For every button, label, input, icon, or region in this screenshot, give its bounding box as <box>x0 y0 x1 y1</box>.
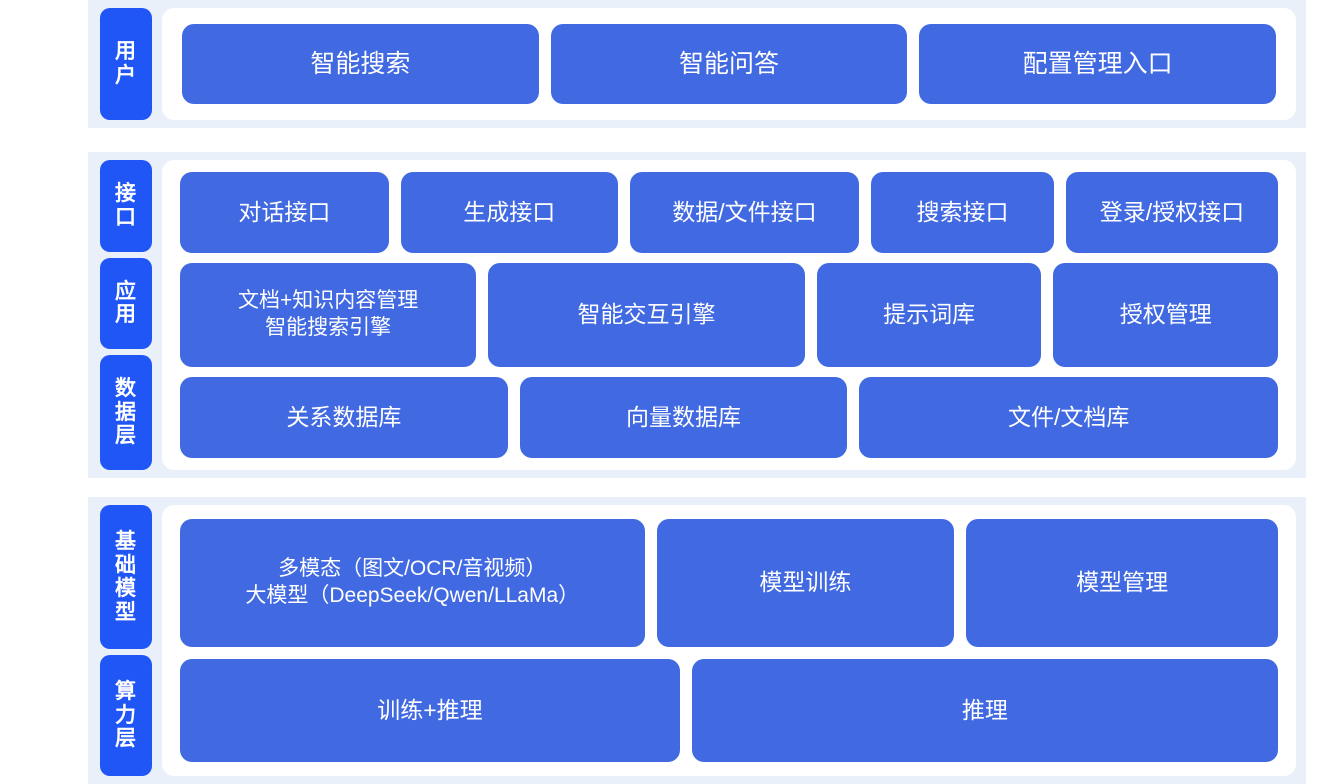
card-inference[interactable]: 推理 <box>691 658 1278 762</box>
card-data-file-api[interactable]: 数据/文件接口 <box>629 172 860 253</box>
card-prompt-library[interactable]: 提示词库 <box>816 262 1042 368</box>
layer-tab-data[interactable]: 数据层 <box>100 355 152 471</box>
card-model-training[interactable]: 模型训练 <box>656 519 955 647</box>
card-model-management[interactable]: 模型管理 <box>966 519 1279 647</box>
layer-tab-user-label: 用户 <box>115 40 137 87</box>
card-file-document-store[interactable]: 文件/文档库 <box>859 377 1279 458</box>
row-compute: 训练+推理 推理 <box>180 658 1278 762</box>
layer-tab-foundation-model[interactable]: 基础模型 <box>100 505 152 650</box>
section-user: 用户 智能搜索 智能问答 配置管理入口 <box>88 0 1306 128</box>
row-model: 多模态（图文/OCR/音视频） 大模型（DeepSeek/Qwen/LLaMa）… <box>180 519 1279 647</box>
tab-column-platform: 接口 应用 数据层 <box>100 160 152 471</box>
layer-tab-foundation-model-label: 基础模型 <box>115 530 137 624</box>
card-multimodal-large-model[interactable]: 多模态（图文/OCR/音视频） 大模型（DeepSeek/Qwen/LLaMa） <box>180 519 645 647</box>
layer-tab-user[interactable]: 用户 <box>100 8 152 120</box>
card-generation-api[interactable]: 生成接口 <box>400 172 618 253</box>
layer-tab-application[interactable]: 应用 <box>100 257 152 349</box>
card-login-auth-api[interactable]: 登录/授权接口 <box>1065 172 1278 253</box>
layer-tab-application-label: 应用 <box>115 279 137 327</box>
card-smart-qa[interactable]: 智能问答 <box>550 24 908 104</box>
row-interface: 对话接口 生成接口 数据/文件接口 搜索接口 登录/授权接口 <box>180 172 1278 253</box>
tab-column-user: 用户 <box>100 8 152 120</box>
tab-column-infrastructure: 基础模型 算力层 <box>100 505 152 777</box>
card-smart-search[interactable]: 智能搜索 <box>182 24 539 104</box>
card-vector-database[interactable]: 向量数据库 <box>519 377 848 458</box>
panel-user: 智能搜索 智能问答 配置管理入口 <box>162 8 1296 120</box>
layer-tab-interface[interactable]: 接口 <box>100 160 152 252</box>
row-application: 文档+知识内容管理 智能搜索引擎 智能交互引擎 提示词库 授权管理 <box>180 262 1278 368</box>
card-dialog-api[interactable]: 对话接口 <box>180 172 389 253</box>
layer-tab-compute-label: 算力层 <box>115 680 137 751</box>
row-data: 关系数据库 向量数据库 文件/文档库 <box>180 377 1279 458</box>
card-training-inference[interactable]: 训练+推理 <box>180 658 680 762</box>
panel-platform: 对话接口 生成接口 数据/文件接口 搜索接口 登录/授权接口 文档+知识内容管理… <box>162 160 1296 470</box>
card-smart-interaction-engine[interactable]: 智能交互引擎 <box>488 262 805 368</box>
card-document-knowledge-management[interactable]: 文档+知识内容管理 智能搜索引擎 <box>180 262 477 368</box>
section-infrastructure: 基础模型 算力层 多模态（图文/OCR/音视频） 大模型（DeepSeek/Qw… <box>88 497 1306 784</box>
card-authorization-management[interactable]: 授权管理 <box>1053 262 1278 368</box>
card-search-api[interactable]: 搜索接口 <box>871 172 1054 253</box>
card-relational-database[interactable]: 关系数据库 <box>180 377 508 458</box>
row-user: 智能搜索 智能问答 配置管理入口 <box>182 24 1277 104</box>
panel-infrastructure: 多模态（图文/OCR/音视频） 大模型（DeepSeek/Qwen/LLaMa）… <box>162 505 1296 776</box>
section-platform: 接口 应用 数据层 对话接口 生成接口 数据/文件接口 搜索接口 登录/授权接口… <box>88 152 1306 478</box>
layer-tab-data-label: 数据层 <box>115 377 137 448</box>
card-config-management-entry[interactable]: 配置管理入口 <box>919 24 1277 104</box>
layer-tab-compute[interactable]: 算力层 <box>100 655 152 777</box>
layer-tab-interface-label: 接口 <box>115 182 137 229</box>
